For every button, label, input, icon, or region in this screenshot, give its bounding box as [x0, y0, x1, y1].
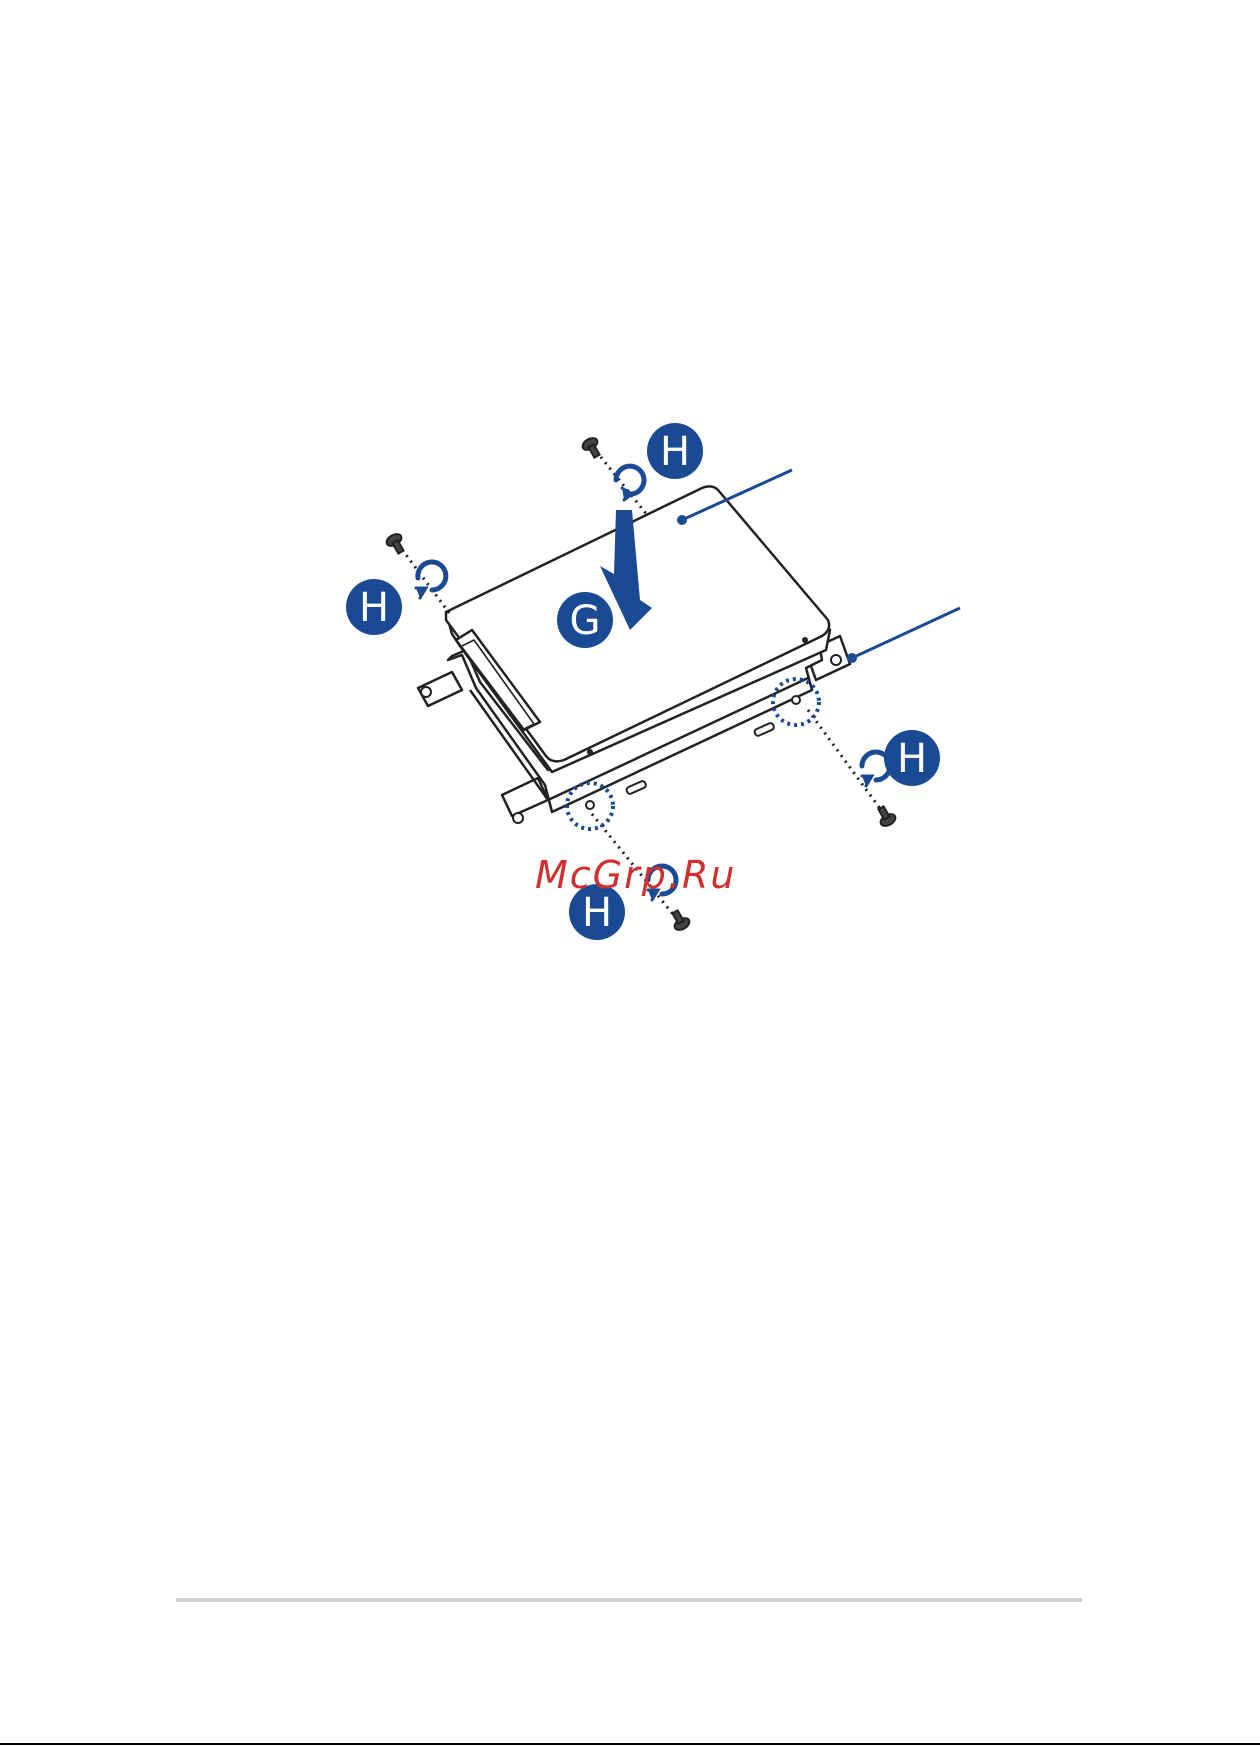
svg-text:H: H: [660, 429, 690, 475]
callout-g: G: [557, 592, 613, 648]
screw-icon-left: [385, 532, 408, 556]
callout-h-top: H: [647, 423, 703, 479]
svg-text:G: G: [570, 598, 601, 644]
watermark-text: McGrp.Ru: [535, 853, 736, 897]
callout-h-right: H: [884, 730, 940, 786]
screw-icon-bottom: [668, 908, 691, 932]
footer-rule: [176, 1598, 1082, 1602]
svg-text:H: H: [359, 585, 389, 631]
screw-icon-top: [581, 436, 604, 460]
page-bottom-rule: [0, 1743, 1260, 1745]
rotate-arrow-icon-left: [416, 562, 446, 598]
callout-h-left: H: [346, 579, 402, 635]
svg-text:H: H: [897, 736, 927, 782]
rotate-arrow-icon-top: [616, 466, 644, 500]
